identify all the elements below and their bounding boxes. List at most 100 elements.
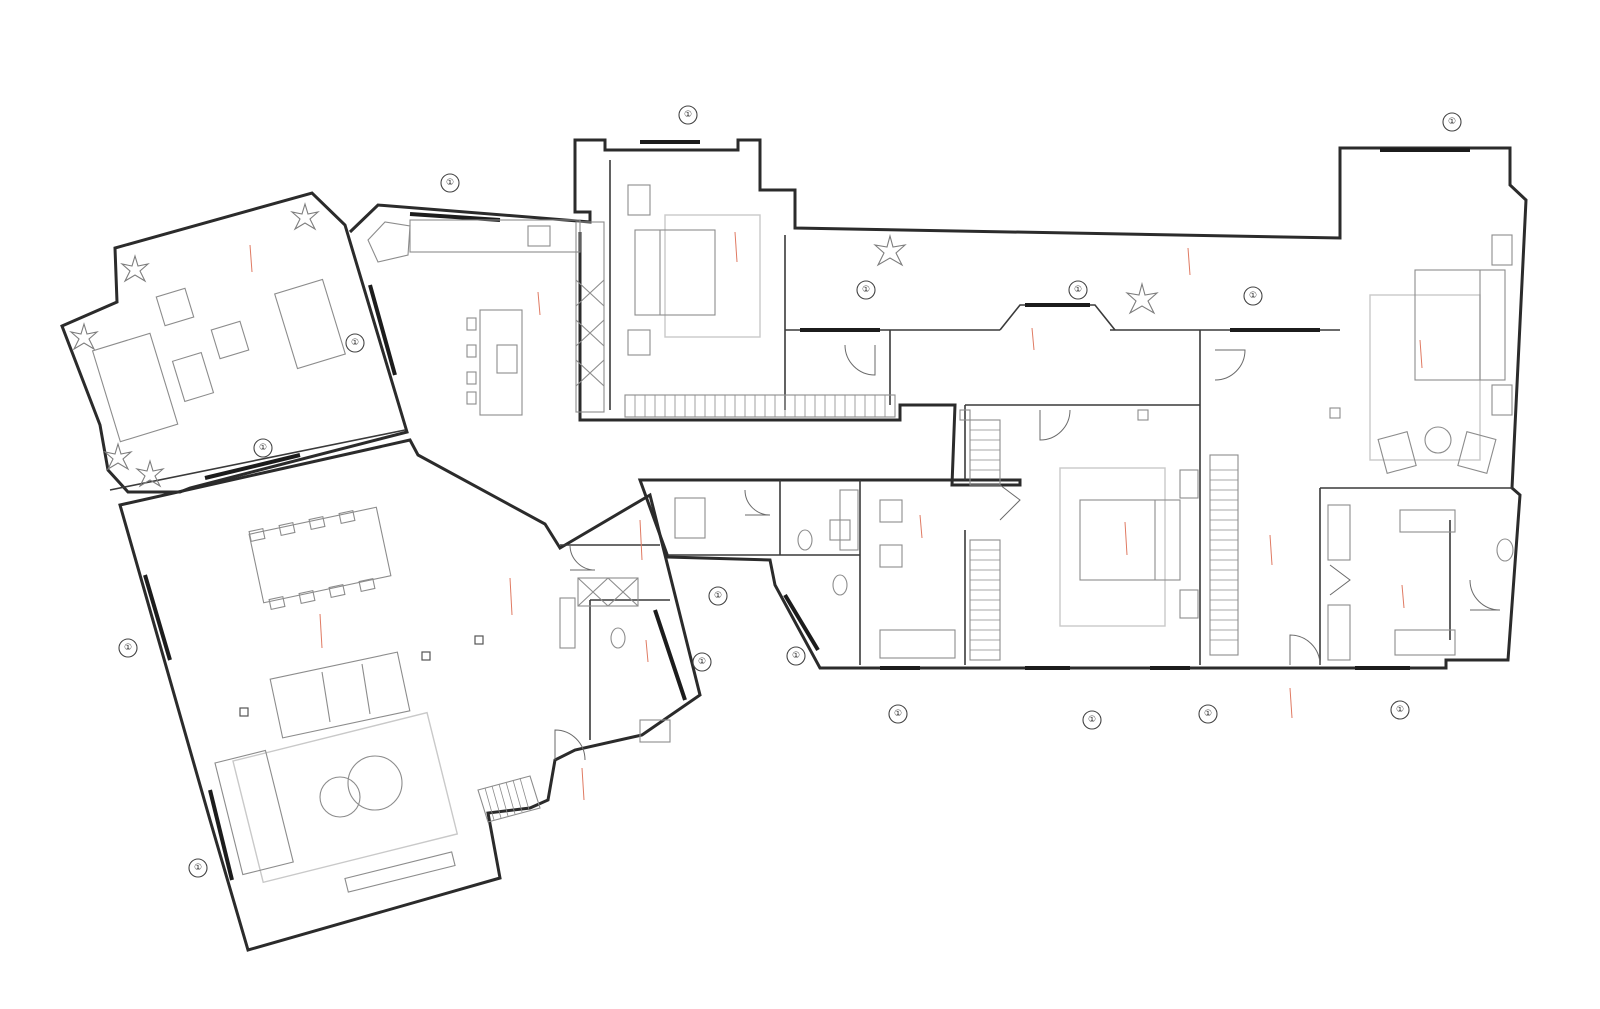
plants [69, 202, 1159, 488]
living-dining [214, 506, 484, 893]
cloak-cabinet [577, 577, 639, 607]
outdoor-sofa [91, 332, 179, 443]
sink-icon [639, 719, 671, 743]
plant-icon [120, 254, 150, 283]
window-marker: ① [1082, 710, 1102, 730]
svg-text:①: ① [1204, 709, 1212, 719]
dining-chairs [248, 510, 376, 610]
sink-icon [879, 544, 903, 568]
armchair [155, 287, 195, 327]
column [1329, 407, 1341, 419]
plant-icon [69, 322, 99, 351]
nightstand [627, 329, 651, 356]
room-label-mark [249, 244, 253, 273]
wardrobe [624, 394, 896, 418]
sofa [214, 749, 294, 876]
room-label-marks [249, 231, 1423, 801]
window-marker: ① [678, 105, 698, 125]
svg-text:①: ① [124, 643, 132, 653]
window-marker: ① [692, 652, 712, 672]
room-label-mark [1401, 584, 1405, 609]
svg-text:①: ① [194, 863, 202, 873]
window-marker: ① [1243, 286, 1263, 306]
bedroom-rug [1059, 467, 1166, 627]
bedroom-middle [959, 409, 1239, 661]
sink-icon [879, 499, 903, 523]
window-marker: ① [786, 646, 806, 666]
svg-text:①: ① [259, 443, 267, 453]
entry-wc [477, 544, 671, 823]
master-bedroom [1214, 234, 1513, 474]
side-table [1424, 426, 1452, 454]
tall-cabinets [575, 221, 605, 413]
shower-tray [829, 519, 851, 541]
room-label-mark [639, 519, 643, 561]
room-label-mark [1289, 687, 1293, 719]
wardrobe [1209, 454, 1239, 656]
bed [1079, 499, 1181, 581]
door-swing [1039, 409, 1071, 441]
room-label-mark [919, 514, 923, 539]
room-label-mark [1269, 534, 1273, 566]
entry-door-swing [554, 729, 586, 761]
door-swing [744, 489, 771, 516]
window-marker: ① [1198, 704, 1218, 724]
room-label-mark [734, 231, 738, 263]
svg-text:①: ① [792, 651, 800, 661]
door-swing [999, 484, 1021, 521]
living-rug [232, 711, 459, 884]
corner-counter [367, 221, 411, 263]
svg-text:①: ① [1448, 117, 1456, 127]
coffee-table [171, 351, 215, 403]
room-label-mark [537, 291, 541, 316]
double-sink [1399, 509, 1456, 533]
window [409, 212, 501, 222]
window-marker: ① [440, 173, 460, 193]
bedroom-rug [1369, 294, 1481, 461]
bathtub [879, 629, 956, 659]
cabinet-marks [577, 577, 639, 607]
interior-wall [999, 304, 1116, 331]
window [208, 789, 234, 881]
coffee-table [319, 776, 361, 818]
window [653, 609, 687, 701]
nightstand [1491, 234, 1513, 266]
wardrobe-hatch [970, 429, 1000, 651]
plant-icon [1125, 281, 1159, 315]
nightstand [627, 184, 651, 216]
window-marker: ① [1390, 700, 1410, 720]
entry-stairs [477, 775, 541, 823]
room-label-mark [581, 767, 585, 801]
kitchen [367, 219, 605, 416]
toilet-icon [832, 574, 848, 596]
window-marker: ① [345, 333, 365, 353]
bedroom-rug [664, 214, 761, 338]
svg-text:①: ① [351, 338, 359, 348]
window-marker: ① [253, 438, 273, 458]
armchair [210, 320, 250, 360]
wardrobe-hatch [634, 395, 886, 417]
room-label-mark [645, 639, 649, 663]
window [368, 284, 397, 376]
dining-table [248, 506, 392, 604]
window-marker: ① [1442, 112, 1462, 132]
bed [1414, 269, 1506, 381]
nightstand [1179, 469, 1199, 499]
sofa [269, 651, 411, 739]
door-swing [1329, 564, 1351, 596]
appliance-marks [575, 279, 605, 387]
tv-console [344, 851, 456, 893]
door-swing [1289, 634, 1321, 666]
cooktop-icon [496, 344, 518, 374]
terrace-furniture [91, 278, 346, 443]
column [1137, 409, 1149, 421]
window-marker: ① [118, 638, 138, 658]
svg-text:①: ① [714, 591, 722, 601]
column [239, 707, 249, 717]
door-swing [844, 344, 876, 376]
window [783, 593, 820, 652]
armchair [1457, 431, 1497, 474]
room-label-mark [1124, 521, 1128, 556]
kitchen-wall [348, 138, 1528, 670]
door-swing [569, 544, 596, 571]
